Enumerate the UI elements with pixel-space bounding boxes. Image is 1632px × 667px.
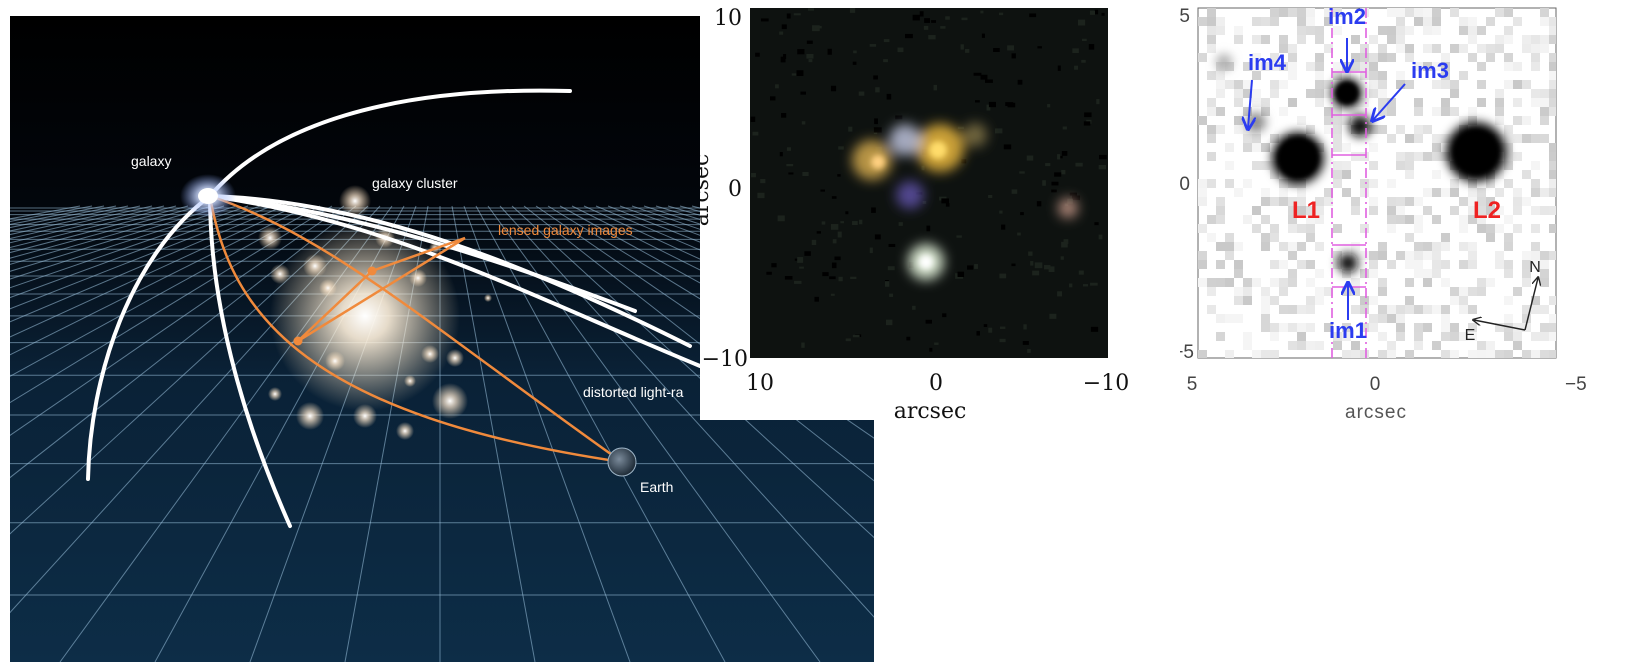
gray-y-tick-top: 5 bbox=[1180, 6, 1190, 27]
color-y-axis-label: arcsec bbox=[700, 154, 714, 227]
label-im3: im3 bbox=[1411, 58, 1449, 83]
label-galaxy: galaxy bbox=[131, 153, 171, 169]
lensed-image-marker bbox=[367, 266, 377, 276]
label-l1: L1 bbox=[1292, 197, 1320, 224]
compass bbox=[1474, 278, 1538, 331]
label-im1: im1 bbox=[1329, 318, 1367, 343]
gray-y-tick-bottom: −5 bbox=[1180, 342, 1194, 363]
color-image-frame bbox=[750, 8, 1108, 358]
grayscale-panel: N E im2 im3 im4 im1 L1 L2 5 0 −5 5 0 −5 … bbox=[1118, 0, 1632, 440]
gray-x-tick-mid: 0 bbox=[1370, 374, 1381, 395]
color-y-tick-bottom: −10 bbox=[702, 347, 748, 372]
label-earth: Earth bbox=[640, 479, 673, 495]
label-galaxy-cluster: galaxy cluster bbox=[372, 175, 458, 191]
gray-x-tick-right: −5 bbox=[1565, 374, 1587, 395]
label-l2: L2 bbox=[1473, 197, 1501, 224]
light-rays bbox=[86, 88, 702, 528]
color-x-tick-left: 10 bbox=[746, 371, 774, 396]
gray-y-tick-mid: 0 bbox=[1180, 174, 1190, 195]
image-noise bbox=[750, 8, 1107, 353]
im4-arrow bbox=[1248, 79, 1252, 128]
source-galaxy bbox=[180, 174, 236, 218]
color-composite-panel: 10 0 −10 10 0 −10 arcsec arcsec bbox=[689, 0, 1180, 440]
gray-x-axis-label: arcsec bbox=[1345, 402, 1407, 423]
color-x-tick-right: −10 bbox=[1083, 371, 1129, 396]
color-x-tick-mid: 0 bbox=[929, 371, 943, 396]
gray-x-tick-left: 5 bbox=[1187, 374, 1198, 395]
compass-east-label: E bbox=[1465, 327, 1476, 344]
gray-image-noise bbox=[1198, 8, 1556, 358]
color-composite-svg: 10 0 −10 10 0 −10 arcsec arcsec bbox=[689, 0, 1180, 424]
earth-icon bbox=[607, 447, 637, 477]
lensed-light-paths bbox=[208, 194, 623, 464]
label-im2: im2 bbox=[1328, 4, 1366, 29]
label-im4: im4 bbox=[1248, 50, 1287, 75]
label-lensed-galaxy-images: lensed galaxy images bbox=[498, 222, 633, 238]
grayscale-svg: N E im2 im3 im4 im1 L1 L2 5 0 −5 5 0 −5 … bbox=[1118, 4, 1587, 423]
color-y-tick-top: 10 bbox=[714, 6, 742, 31]
lensed-image-marker bbox=[293, 336, 303, 346]
color-y-tick-mid: 0 bbox=[728, 177, 742, 202]
color-x-axis-label: arcsec bbox=[894, 399, 967, 424]
label-distorted-light-rays: distorted light-ra bbox=[583, 384, 684, 400]
im3-arrow bbox=[1373, 83, 1406, 120]
compass-north-label: N bbox=[1529, 259, 1541, 276]
